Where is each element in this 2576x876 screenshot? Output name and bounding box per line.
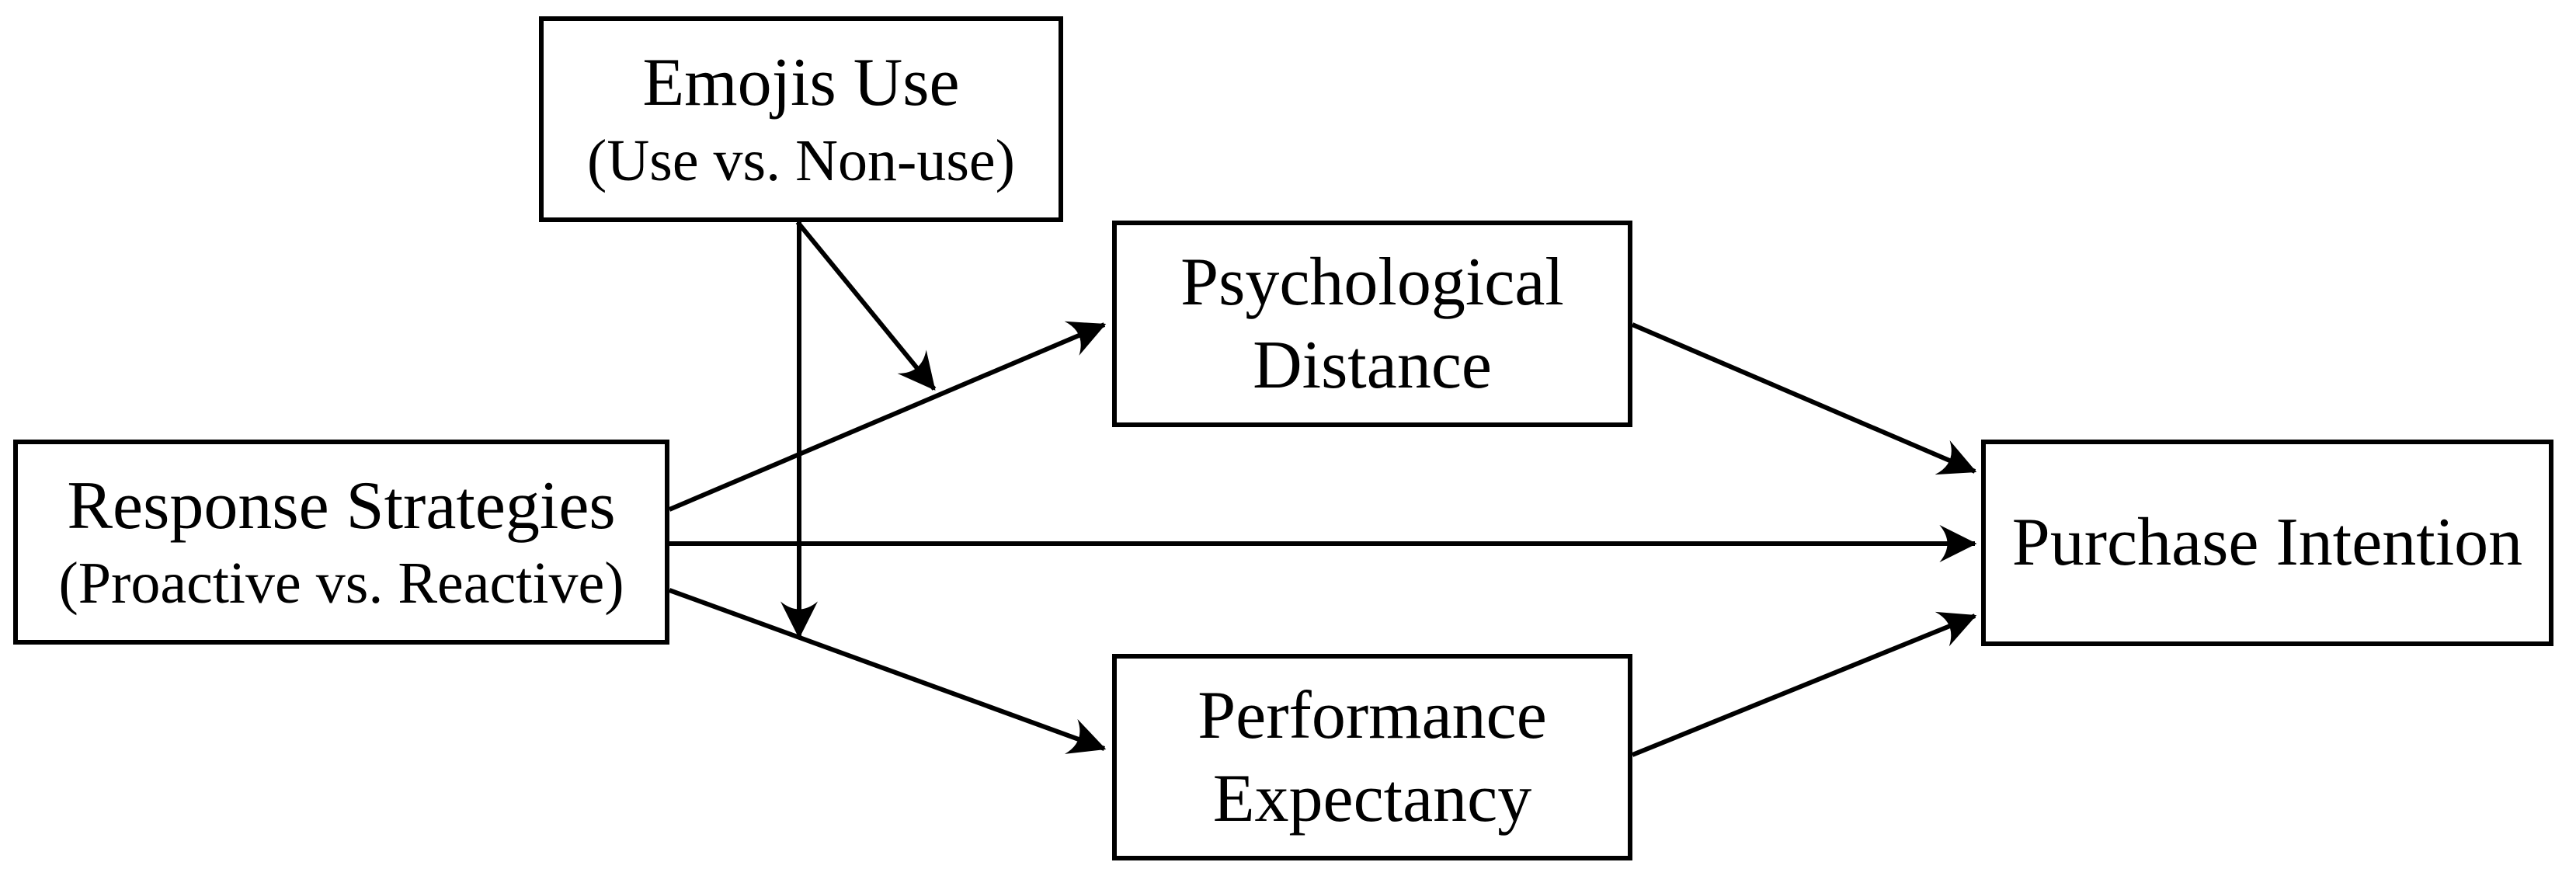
arrow-performance-expectancy-to-purchase-intention: [1631, 611, 1977, 757]
node-performance-expectancy-line1: Performance: [1198, 677, 1547, 753]
node-psychological-distance-line2: Distance: [1253, 328, 1492, 403]
arrow-response-to-psychological-distance: [668, 321, 1107, 512]
node-purchase-intention-title: Purchase Intention: [2011, 505, 2523, 581]
node-emojis-use-title: Emojis Use: [642, 45, 960, 121]
node-purchase-intention: Purchase Intention: [1981, 440, 2553, 646]
arrow-psychological-distance-to-purchase-intention: [1631, 322, 1977, 475]
arrow-emojis-moderation-on-psychological-path: [795, 221, 937, 391]
node-performance-expectancy-line2: Expectancy: [1212, 761, 1532, 836]
node-performance-expectancy: Performance Expectancy: [1112, 654, 1632, 860]
node-emojis-use-subtitle: (Use vs. Non-use): [587, 127, 1015, 193]
node-psychological-distance: Psychological Distance: [1112, 221, 1632, 427]
node-response-strategies-subtitle: (Proactive vs. Reactive): [58, 551, 624, 617]
node-response-strategies: Response Strategies (Proactive vs. React…: [13, 440, 669, 645]
node-emojis-use: Emojis Use (Use vs. Non-use): [539, 16, 1063, 222]
arrow-response-to-performance-expectancy: [668, 588, 1107, 754]
node-response-strategies-title: Response Strategies: [67, 468, 616, 544]
node-psychological-distance-line1: Psychological: [1180, 244, 1564, 320]
